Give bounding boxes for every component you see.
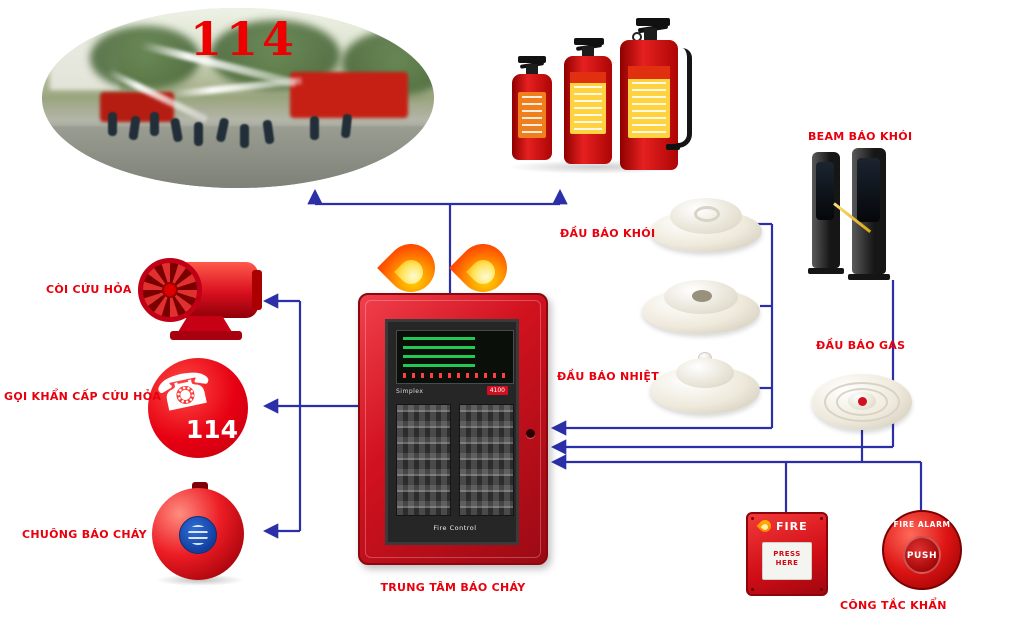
- screw: [751, 588, 754, 591]
- extinguisher-handle: [574, 38, 604, 45]
- screw: [751, 517, 754, 520]
- label-text-lines: [522, 96, 542, 134]
- label-beam-detector: BEAM BÁO KHÓI: [808, 130, 913, 143]
- siren-rear-cap: [252, 270, 262, 310]
- firefighter-silhouette: [240, 124, 249, 148]
- flame-icon: [377, 234, 445, 302]
- red-circle: [148, 358, 248, 458]
- button-header: FIRE ALARM: [893, 520, 951, 529]
- label-heat-detector: ĐẦU BÁO NHIỆT: [557, 370, 659, 383]
- hotline-number: 114: [185, 415, 238, 444]
- display-text-lines: [403, 337, 475, 367]
- label-text-lines: [574, 86, 602, 130]
- panel-footer-label: Fire Control: [433, 524, 477, 532]
- siren-base: [170, 331, 242, 340]
- beam-lens: [816, 162, 834, 220]
- beam-tower-right: [852, 148, 886, 274]
- shadow: [156, 574, 244, 586]
- label-bell: CHUÔNG BÁO CHÁY: [22, 528, 147, 541]
- siren-hub: [162, 282, 178, 298]
- detector-led: [858, 397, 867, 406]
- detector-ring: [694, 206, 720, 222]
- led-row: [403, 373, 507, 378]
- detector-ring: [824, 382, 900, 422]
- panel-model: 4100: [486, 386, 508, 395]
- firefighter-silhouette: [310, 116, 319, 140]
- label-gas-detector: ĐẦU BÁO GAS: [816, 339, 906, 352]
- manual-call-point: FIRE PRESS HERE: [746, 512, 828, 596]
- panel-display: [396, 330, 514, 384]
- extinguisher-handle: [636, 18, 670, 26]
- extinguisher-valve: [526, 64, 538, 76]
- extinguisher-label: [628, 66, 670, 138]
- panel-face: Simplex 4100 Fire Control: [385, 319, 519, 545]
- beam-tower-left: [812, 152, 840, 268]
- smoke-detector-2: [640, 276, 764, 338]
- detector-vent: [692, 290, 712, 302]
- extinguisher-label: [570, 72, 606, 134]
- flame-icon: [756, 517, 774, 535]
- firefighter-silhouette: [194, 122, 203, 146]
- label-control-panel: TRUNG TÂM BÁO CHÁY: [380, 581, 526, 594]
- detector-dome: [676, 358, 734, 388]
- cabinet-door-frame: [365, 300, 541, 558]
- fire-extinguisher-group: [500, 8, 700, 180]
- smoke-detector-1: [648, 194, 768, 256]
- label-header: [570, 72, 606, 83]
- firefighter-silhouette: [150, 112, 159, 136]
- beam-smoke-detector: [800, 140, 910, 286]
- fire-truck: [290, 72, 408, 118]
- detector-ring: [836, 388, 888, 416]
- firefighters-photo: 114: [42, 8, 434, 188]
- push-label: PUSH: [906, 551, 938, 561]
- door-keyhole: [526, 429, 535, 438]
- hose-nozzle: [666, 144, 680, 150]
- label-emergency-call: GỌI KHẨN CẤP CỨU HỎA: [4, 390, 162, 403]
- gas-detector: [810, 370, 914, 434]
- control-panel-cabinet: Simplex 4100 Fire Control: [358, 293, 548, 565]
- press-plate: PRESS HERE: [762, 542, 812, 580]
- fire-siren: [136, 246, 264, 350]
- push-surface: PUSH: [903, 536, 941, 574]
- extinguisher-hose: [676, 48, 692, 148]
- extinguisher-valve: [644, 28, 657, 41]
- beam-lens: [857, 158, 880, 222]
- label-emergency-switch: CÔNG TẮC KHẨN: [840, 599, 947, 612]
- label-text-lines: [632, 82, 666, 134]
- beam-base: [808, 268, 844, 274]
- extinguisher-valve: [582, 46, 594, 58]
- photo-road: [42, 126, 434, 188]
- fire-bell: [150, 482, 250, 588]
- heat-detector: [648, 352, 764, 416]
- screw: [820, 588, 823, 591]
- switch-bank-right: [459, 404, 514, 516]
- bell-center-label: [179, 516, 217, 554]
- alarm-push-button: FIRE ALARM PUSH: [882, 510, 964, 594]
- siren-bracket: [178, 316, 232, 332]
- screw: [820, 517, 823, 520]
- label-siren: CÒI CỨU HỎA: [46, 283, 132, 296]
- panel-brand: Simplex: [396, 388, 424, 395]
- flame-icon: [449, 234, 517, 302]
- label-text-lines: [188, 525, 208, 545]
- photo-hotline-number: 114: [190, 12, 299, 66]
- firefighter-silhouette: [108, 112, 117, 136]
- extinguisher-handle: [518, 56, 546, 63]
- switch-bank-left: [396, 404, 451, 516]
- beam-base: [848, 274, 890, 280]
- emergency-call-badge: ☎ 114: [148, 358, 248, 458]
- label-smoke-detector: ĐẦU BÁO KHÓI: [560, 227, 656, 240]
- extinguisher-label: [518, 92, 546, 138]
- label-header: [628, 66, 670, 79]
- call-point-header: FIRE: [776, 520, 808, 533]
- press-instruction: PRESS HERE: [773, 550, 801, 568]
